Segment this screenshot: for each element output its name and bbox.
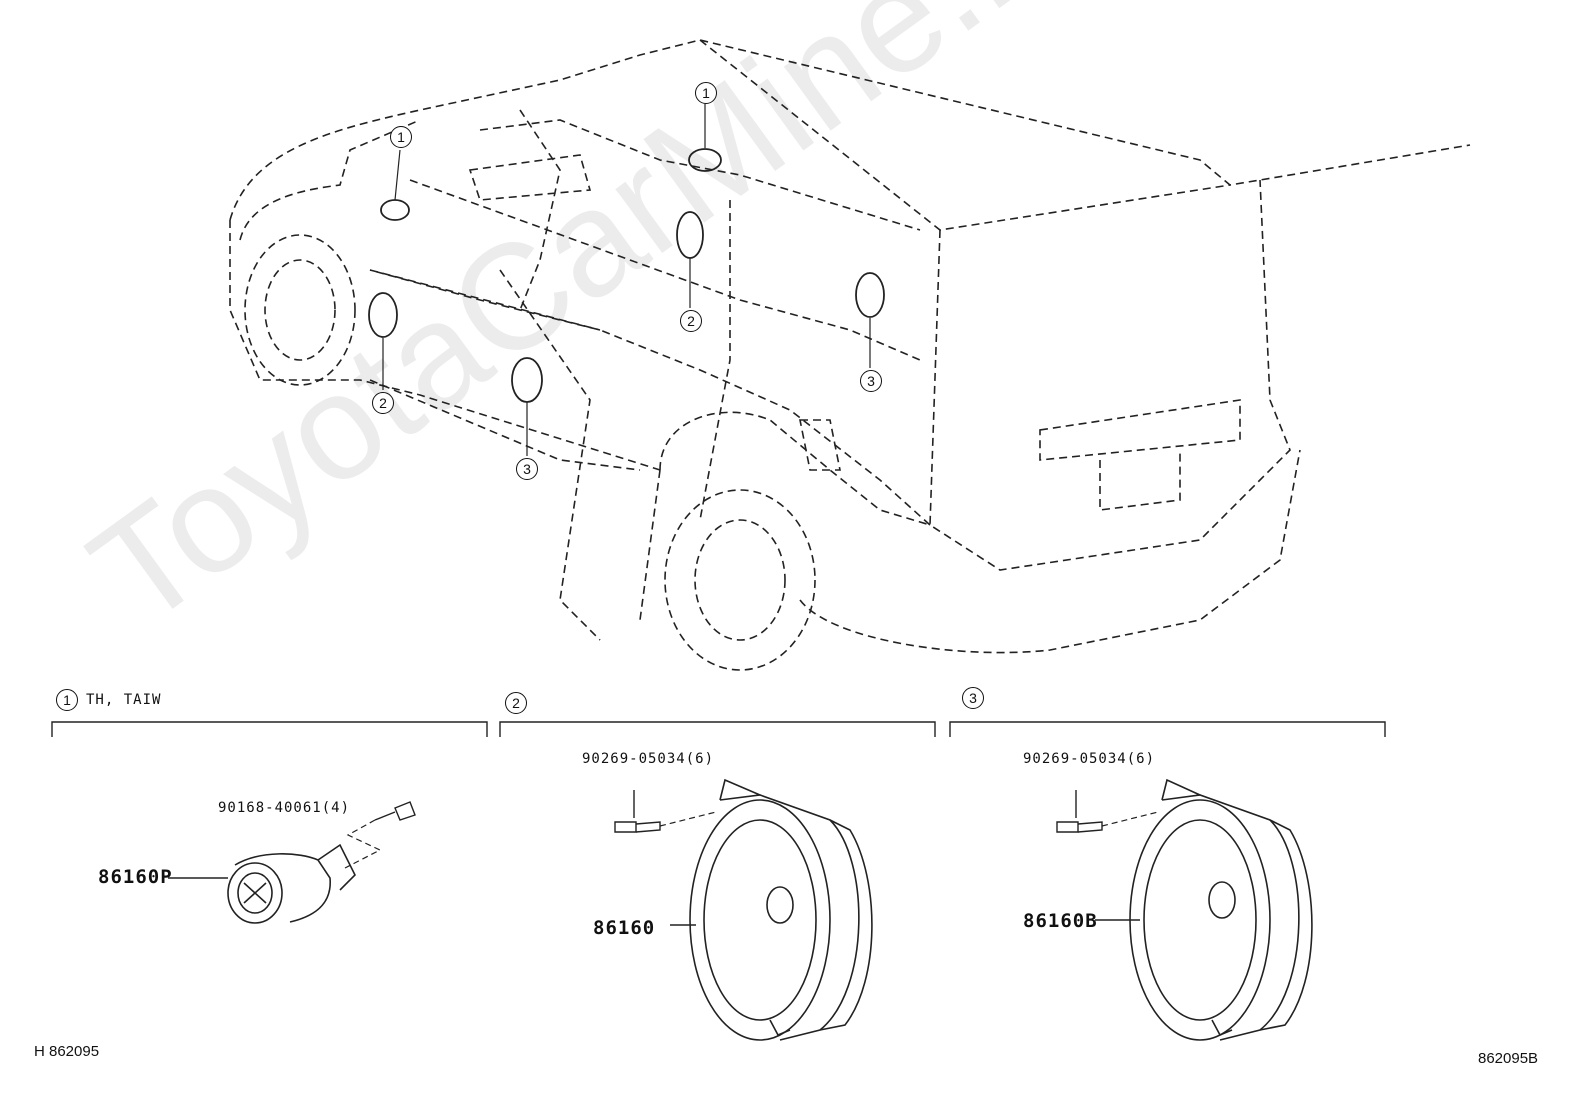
section-3-number: 3 bbox=[962, 687, 984, 709]
illustration-code-right: 862095B bbox=[1478, 1050, 1539, 1067]
illustration-code-left: H 862095 bbox=[34, 1043, 100, 1060]
tweeter-left bbox=[380, 199, 410, 221]
front-speaker-left bbox=[368, 292, 398, 338]
section-1-bolt-label: 90168-40061(4) bbox=[218, 800, 351, 816]
callout-2-right: 2 bbox=[680, 310, 702, 332]
rear-speaker-left bbox=[511, 357, 543, 403]
callout-2-left: 2 bbox=[372, 392, 394, 414]
callout-3-right: 3 bbox=[860, 370, 882, 392]
section-3-part-label: 86160B bbox=[1023, 910, 1098, 932]
callout-1-left: 1 bbox=[390, 126, 412, 148]
callout-3-left: 3 bbox=[516, 458, 538, 480]
section-1-note: TH, TAIW bbox=[86, 692, 162, 708]
section-2-number: 2 bbox=[505, 692, 527, 714]
front-speaker-right bbox=[676, 211, 704, 259]
section-1-part-label: 86160P bbox=[98, 866, 173, 888]
tweeter-right bbox=[688, 148, 722, 172]
section-1-number: 1 bbox=[56, 689, 78, 711]
rear-speaker-right bbox=[855, 272, 885, 318]
callout-1-right: 1 bbox=[695, 82, 717, 104]
section-2-bolt-label: 90269-05034(6) bbox=[582, 751, 715, 767]
section-2-part-label: 86160 bbox=[593, 917, 656, 939]
section-3-bolt-label: 90269-05034(6) bbox=[1023, 751, 1156, 767]
